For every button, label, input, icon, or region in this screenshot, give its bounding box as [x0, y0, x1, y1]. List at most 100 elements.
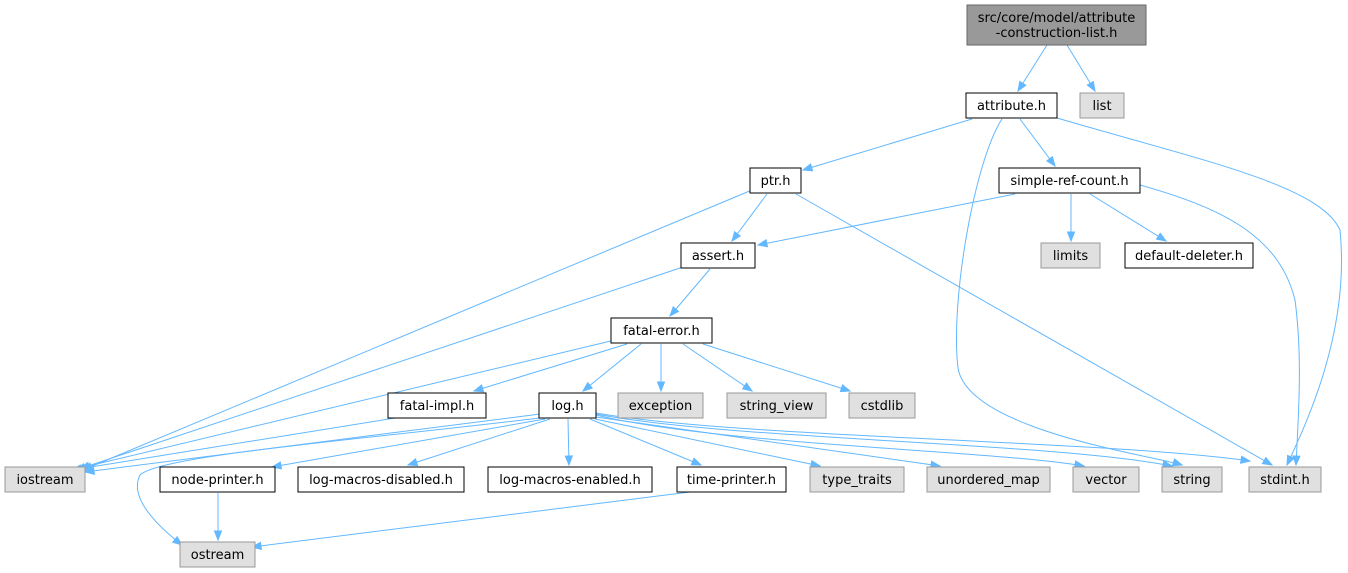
arrowhead-icon: [564, 455, 574, 467]
arrowhead-icon: [213, 530, 223, 542]
edge-log_h-to-iostream: [83, 413, 541, 475]
edge-log_h-to-log_macros_enabled_h: [564, 418, 574, 467]
node-type-traits: type_traits: [809, 466, 905, 493]
edge-fatal_impl_h-to-iostream: [70, 417, 396, 473]
arrowhead-icon: [1017, 80, 1027, 93]
node-assert-h[interactable]: assert.h: [680, 242, 756, 269]
node-ptr-h[interactable]: ptr.h: [749, 167, 802, 194]
node-fatal-error-h[interactable]: fatal-error.h: [610, 317, 713, 344]
edge-line: [251, 491, 691, 548]
node-vector: vector: [1072, 466, 1140, 493]
node-label: stdint.h: [1260, 473, 1309, 488]
arrowhead-icon: [1261, 456, 1274, 466]
node-node-printer-h[interactable]: node-printer.h: [159, 466, 276, 493]
node-limits: limits: [1040, 242, 1101, 269]
edge-line: [1056, 117, 1342, 466]
edge-line: [595, 416, 941, 467]
edges-layer: [70, 44, 1342, 551]
node-label: vector: [1085, 473, 1127, 488]
node-box: [809, 466, 905, 493]
edge-fatal_error_h-to-exception: [656, 344, 666, 393]
node-label: fatal-error.h: [623, 324, 700, 339]
node-box: [966, 4, 1147, 46]
edge-attribute_h-to-stdint_h: [1056, 117, 1342, 467]
node-label: list: [1092, 99, 1111, 114]
node-box: [998, 167, 1141, 194]
nodes-layer: src/core/model/attribute-construction-li…: [4, 4, 1322, 568]
edge-node_printer_h-to-ostream: [213, 493, 223, 542]
node-label: cstdlib: [861, 399, 904, 414]
node-root: src/core/model/attribute-construction-li…: [966, 4, 1147, 46]
arrowhead-icon: [690, 457, 703, 466]
node-time-printer-h[interactable]: time-printer.h: [676, 466, 787, 493]
arrowhead-icon: [731, 230, 742, 243]
edge-simple_ref_count_h-to-default_deleter_h: [1089, 193, 1168, 242]
node-label: assert.h: [692, 249, 744, 264]
edge-attribute_h-to-string: [955, 118, 1184, 467]
edge-line: [595, 414, 1085, 467]
edge-line: [589, 418, 702, 466]
node-box: [1124, 242, 1254, 269]
edge-line: [582, 343, 642, 392]
arrowhead-icon: [83, 466, 95, 475]
node-list: list: [1079, 92, 1125, 119]
arrowhead-icon: [1155, 232, 1168, 242]
edge-fatal_error_h-to-cstdlib: [702, 343, 852, 393]
node-box: [617, 392, 704, 419]
arrowhead-icon: [656, 381, 666, 393]
node-label: log-macros-enabled.h: [499, 473, 640, 488]
node-ostream: ostream: [179, 541, 256, 568]
arrowhead-icon: [1239, 455, 1252, 464]
edge-line: [731, 193, 768, 242]
node-string: string: [1161, 466, 1223, 493]
node-box: [1040, 242, 1101, 269]
edge-simple_ref_count_h-to-limits: [1066, 194, 1076, 243]
arrowhead-icon: [1171, 458, 1184, 467]
node-iostream: iostream: [4, 466, 86, 493]
arrowhead-icon: [801, 163, 814, 172]
arrowhead-icon: [1045, 155, 1056, 168]
edge-fatal_error_h-to-string_view: [682, 343, 754, 392]
edge-line: [682, 343, 753, 392]
node-box: [965, 92, 1058, 119]
edge-fatal_error_h-to-log_h: [581, 343, 642, 392]
node-label: type_traits: [822, 473, 892, 488]
node-attribute-h[interactable]: attribute.h: [965, 92, 1058, 119]
arrowhead-icon: [669, 306, 680, 318]
node-label: string_view: [740, 399, 814, 414]
edge-time_printer_h-to-ostream: [250, 491, 691, 551]
edge-log_h-to-time_printer_h: [589, 418, 703, 466]
node-box: [926, 466, 1051, 493]
node-box: [538, 392, 597, 419]
edge-line: [407, 418, 551, 466]
node-box: [726, 392, 827, 419]
edge-log_h-to-stdint_h: [595, 412, 1252, 464]
node-label: node-printer.h: [171, 473, 263, 488]
edge-line: [802, 118, 973, 171]
edge-simple_ref_count_h-to-assert_h: [756, 193, 1016, 248]
edge-fatal_error_h-to-fatal_impl_h: [472, 343, 628, 393]
edge-log_h-to-type_traits: [594, 418, 822, 469]
node-simple-ref-count-h[interactable]: simple-ref-count.h: [998, 167, 1141, 194]
node-log-macros-enabled-h[interactable]: log-macros-enabled.h: [487, 466, 653, 493]
node-label: ostream: [191, 548, 245, 563]
edge-line: [473, 343, 628, 392]
node-box: [487, 466, 653, 493]
edge-root-to-attribute_h: [1017, 44, 1048, 93]
node-default-deleter-h[interactable]: default-deleter.h: [1124, 242, 1254, 269]
edge-ptr_h-to-stdint_h: [795, 193, 1274, 466]
edge-log_h-to-string: [595, 413, 1174, 469]
edge-root-to-list: [1066, 44, 1096, 93]
node-log-macros-disabled-h[interactable]: log-macros-disabled.h: [297, 466, 465, 493]
edge-line: [594, 418, 821, 467]
edge-simple_ref_count_h-to-stdint_h: [1139, 184, 1301, 467]
node-fatal-impl-h[interactable]: fatal-impl.h: [387, 392, 487, 419]
edge-line: [669, 268, 711, 317]
node-log-h[interactable]: log.h: [538, 392, 597, 419]
node-label: -construction-list.h: [996, 26, 1118, 41]
node-label: default-deleter.h: [1135, 249, 1243, 264]
arrowhead-icon: [756, 238, 769, 248]
edge-log_h-to-log_macros_disabled_h: [406, 418, 551, 467]
node-label: string: [1173, 473, 1210, 488]
edge-line: [84, 413, 541, 473]
